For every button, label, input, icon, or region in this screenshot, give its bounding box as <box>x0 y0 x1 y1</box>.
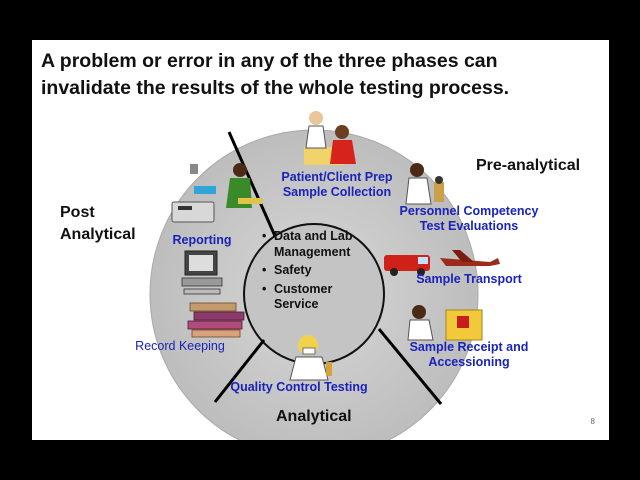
title-line-2: invalidate the results of the whole test… <box>41 77 510 99</box>
phase-post-analytical-line-2: Analytical <box>60 226 136 243</box>
label-patient-prep-line-1: Patient/Client Prep <box>281 170 393 184</box>
center-list: Data and Lab Management Safety Customer … <box>260 229 370 316</box>
phase-post-analytical-line-1: Post <box>60 204 95 221</box>
phase-pre-analytical: Pre-analytical <box>476 157 581 174</box>
label-sample-receipt-line-1: Sample Receipt and <box>409 340 529 354</box>
label-patient-prep-line-2: Sample Collection <box>282 185 392 199</box>
label-quality-control: Quality Control Testing <box>230 380 368 394</box>
label-sample-receipt: Sample Receipt and Accessioning <box>394 340 544 370</box>
label-reporting: Reporting <box>172 233 232 247</box>
transport-clipart <box>384 250 500 276</box>
label-sample-receipt-line-2: Accessioning <box>428 355 510 369</box>
divider-left <box>213 339 266 403</box>
page-number: 8 <box>590 417 595 426</box>
label-personnel: Personnel Competency Test Evaluations <box>394 204 544 234</box>
phase-analytical: Analytical <box>276 408 352 425</box>
title-line-1: A problem or error in any of the three p… <box>41 50 498 72</box>
computer-clipart <box>181 250 223 295</box>
divider-top <box>227 131 277 237</box>
label-personnel-line-2: Test Evaluations <box>419 219 519 233</box>
divider-right <box>377 328 443 405</box>
center-item-safety: Safety <box>260 263 370 279</box>
record-books-clipart <box>187 302 245 338</box>
personnel-clipart <box>405 163 444 205</box>
center-item-data-management: Data and Lab Management <box>260 229 370 260</box>
receipt-clipart <box>407 305 483 341</box>
label-record-keeping: Record Keeping <box>135 339 225 353</box>
label-patient-prep: Patient/Client Prep Sample Collection <box>272 170 402 200</box>
center-item-customer-service: Customer Service <box>260 282 370 313</box>
slide-title: A problem or error in any of the three p… <box>41 48 601 102</box>
reporting-clipart <box>171 163 262 223</box>
patient-prep-clipart <box>304 111 356 165</box>
slide: A problem or error in any of the three p… <box>32 40 609 440</box>
quality-control-clipart <box>289 335 332 381</box>
label-personnel-line-1: Personnel Competency <box>399 204 539 218</box>
label-sample-transport: Sample Transport <box>416 272 522 286</box>
